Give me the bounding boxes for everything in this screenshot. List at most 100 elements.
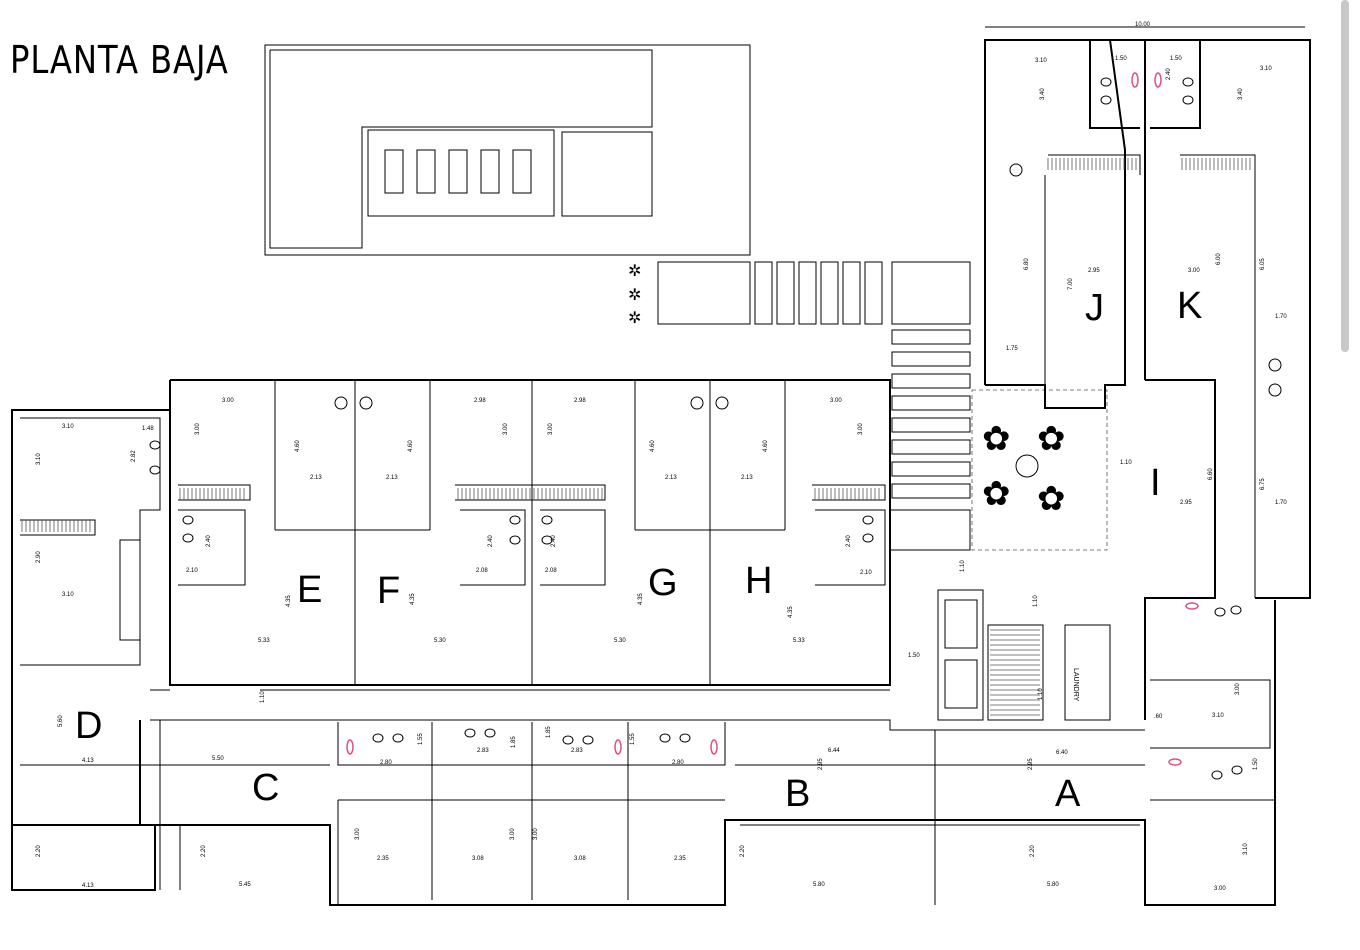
dimension-label: 5.30 (434, 638, 446, 644)
toilet-icon (509, 535, 521, 545)
dimension-label: 2.13 (310, 475, 322, 481)
laundry-label: LAUNDRY (1072, 668, 1079, 702)
dimension-label: 5.50 (212, 756, 224, 762)
dimension-label: 5.80 (813, 882, 825, 888)
parking (657, 261, 971, 325)
crosswalk-stripe (891, 461, 971, 477)
toilet-icon (679, 733, 691, 743)
crosswalk (891, 329, 971, 499)
dimension-label: 6.80 (1024, 258, 1030, 270)
dimension-label: 5.45 (239, 882, 251, 888)
dimension-label: 1.50 (1115, 56, 1127, 62)
unit-label-h: H (745, 560, 772, 602)
dimension-label: 2.10 (186, 568, 198, 574)
shower-icon (710, 739, 718, 755)
dimension-label: 1.85 (511, 736, 517, 748)
washer-icon (715, 396, 729, 410)
dimension-label: 6.44 (828, 748, 840, 754)
dimension-label: 4.35 (638, 593, 644, 605)
dimension-label: 1.55 (630, 733, 636, 745)
dimension-label: 2.08 (476, 568, 488, 574)
crosswalk-stripe (891, 395, 971, 411)
dimension-label: 1.70 (1275, 500, 1287, 506)
dimension-label: 3.00 (355, 828, 361, 840)
dimension-label: 6.60 (1208, 468, 1214, 480)
dimension-label: 6.05 (1260, 258, 1266, 270)
toilet-icon (582, 735, 594, 745)
dimension-label: 1.70 (1275, 314, 1287, 320)
dimension-label: 1.10 (1033, 595, 1039, 607)
dimension-label: 2.35 (377, 856, 389, 862)
svg-text:✿: ✿ (982, 475, 1011, 513)
toilet-icon (464, 728, 476, 738)
scrollbar[interactable] (1341, 0, 1349, 352)
toilet-icon (182, 533, 194, 543)
dimension-label: 4.35 (286, 595, 292, 607)
washer-icon (1009, 163, 1023, 177)
toilet-icon (149, 440, 161, 450)
unit-label-f: F (377, 570, 400, 612)
dimension-label: 1.10 (960, 560, 966, 572)
building-walls (11, 39, 1311, 906)
dimension-label: 6.75 (1260, 478, 1266, 490)
dimension-label: 5.30 (614, 638, 626, 644)
dimension-label: 3.08 (472, 856, 484, 862)
dimension-label: 5.33 (793, 638, 805, 644)
dimension-label: 4.35 (410, 593, 416, 605)
dimension-label: 4.60 (295, 440, 301, 452)
svg-text:✲: ✲ (628, 310, 641, 327)
dimension-label: 4.60 (763, 440, 769, 452)
dimension-label: .60 (1154, 714, 1163, 720)
dimension-label: 3.00 (1214, 886, 1226, 892)
crosswalk-stripe (891, 329, 971, 345)
dimension-label: 1.10 (1120, 460, 1132, 466)
dimension-label: 3.00 (533, 828, 539, 840)
shower-icon (1168, 758, 1182, 766)
palm-tree-icons: ✲✲✲ (628, 263, 641, 327)
unit-label-c: C (252, 767, 279, 809)
toilet-icon (1214, 607, 1226, 617)
dimension-label: 2.13 (386, 475, 398, 481)
dimension-label: 4.60 (408, 440, 414, 452)
unit-label-k: K (1177, 285, 1202, 327)
dimension-label: 2.35 (674, 856, 686, 862)
dimension-label: 3.00 (858, 423, 864, 435)
toilet-icon (509, 515, 521, 525)
dimension-label: 3.00 (1188, 268, 1200, 274)
dimension-label: 2.80 (672, 760, 684, 766)
svg-text:✿: ✿ (1037, 420, 1066, 458)
dimension-label: 10.00 (1135, 22, 1151, 28)
dimension-label: 2.20 (201, 845, 207, 857)
dimension-label: 4.35 (788, 606, 794, 618)
dimension-label: 1.55 (418, 733, 424, 745)
dimension-label: 2.13 (741, 475, 753, 481)
dimension-label: 2.40 (1166, 68, 1172, 80)
dimension-label: 2.80 (380, 760, 392, 766)
dimension-label: 1.50 (1253, 758, 1259, 770)
dimension-label: 2.82 (131, 450, 137, 462)
dimension-label: 2.98 (574, 398, 586, 404)
dimension-label: 4.13 (82, 883, 94, 889)
bath-fixtures (149, 72, 1282, 780)
dimension-label: 2.20 (1030, 845, 1036, 857)
dimension-label: 3.00 (548, 423, 554, 435)
dimension-label: 1.10 (1038, 688, 1044, 700)
dimension-label: 3.10 (62, 592, 74, 598)
svg-text:✿: ✿ (982, 420, 1011, 458)
washer-icon (690, 396, 704, 410)
dimension-label: 2.20 (36, 845, 42, 857)
dimension-label: 2.95 (1028, 758, 1034, 770)
dimension-label: 2.98 (474, 398, 486, 404)
patio: ✿✿ ✿✿ (971, 389, 1108, 551)
toilet-icon (1230, 605, 1242, 615)
dimension-label: 3.10 (1260, 66, 1272, 72)
crosswalk-stripe (891, 417, 971, 433)
toilet-icon (541, 535, 553, 545)
dimension-label: 1.10 (260, 691, 266, 703)
unit-label-j: J (1085, 287, 1104, 329)
dimension-label: 3.00 (830, 398, 842, 404)
dimension-label: 5.60 (58, 715, 64, 727)
dimension-label: 3.00 (510, 828, 516, 840)
